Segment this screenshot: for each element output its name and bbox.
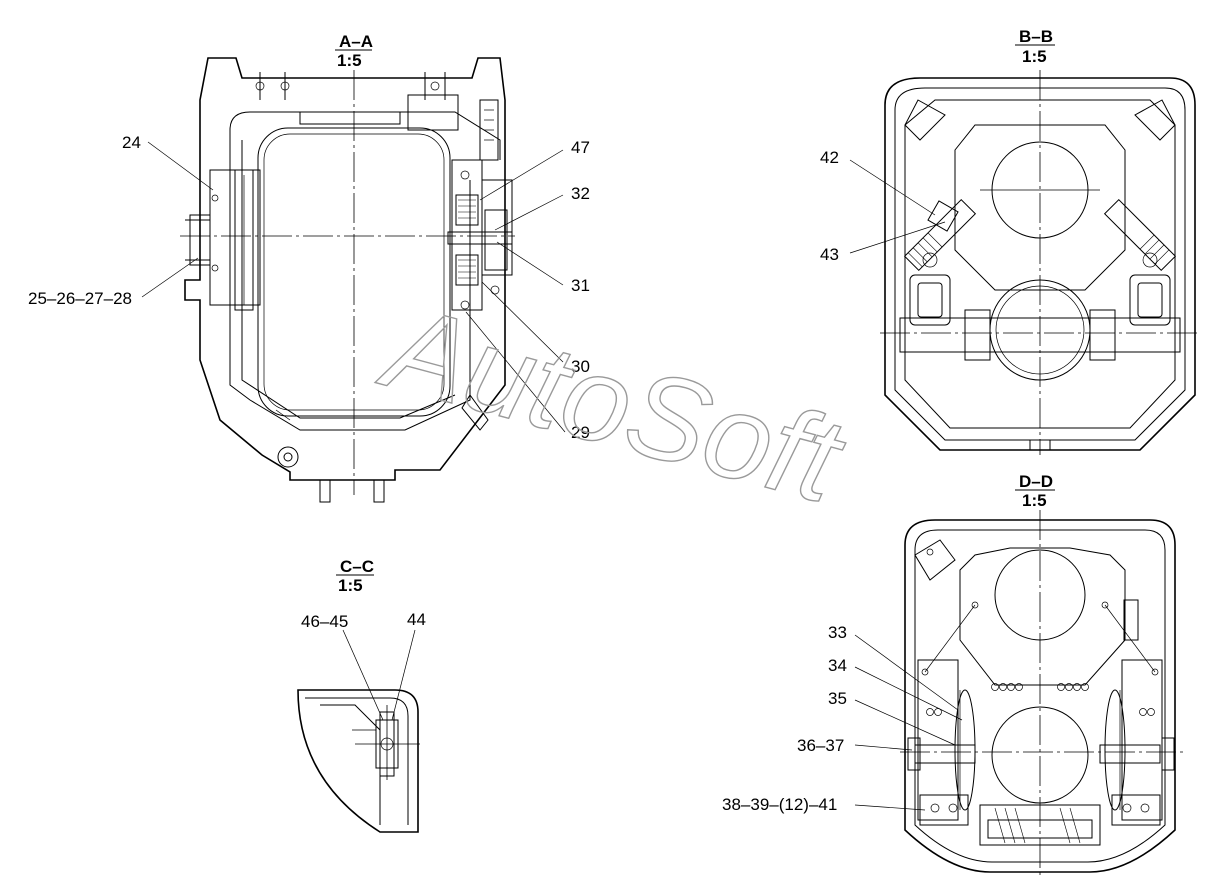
callout-44: 44	[407, 610, 426, 629]
callout-32: 32	[571, 184, 590, 203]
leaders-b-b	[849, 159, 946, 254]
view-c-c: C–C 1:5	[297, 557, 420, 833]
view-a-a-title: A–A	[339, 32, 373, 51]
view-d-d-title: D–D	[1019, 472, 1053, 491]
housing-outline-d	[904, 519, 1176, 873]
view-b-b: B–B 1:5	[880, 27, 1200, 455]
view-c-c-scale: 1:5	[338, 576, 363, 595]
view-a-a: A–A 1:5	[180, 32, 515, 503]
callout-46-45: 46–45	[301, 612, 348, 631]
leaders-c-c	[342, 629, 416, 721]
watermark-autosoft: AutoSoft	[368, 278, 858, 529]
housing-outline-c	[297, 689, 419, 833]
view-b-b-title: B–B	[1019, 27, 1053, 46]
callout-47: 47	[571, 138, 590, 157]
leaders-d-d	[854, 634, 963, 811]
view-b-b-scale: 1:5	[1022, 47, 1047, 66]
callout-35: 35	[828, 689, 847, 708]
callout-29: 29	[571, 423, 590, 442]
callout-24: 24	[122, 133, 141, 152]
callout-33: 33	[828, 623, 847, 642]
housing-outline-b	[884, 77, 1196, 451]
callout-42: 42	[820, 148, 839, 167]
view-d-d-scale: 1:5	[1022, 491, 1047, 510]
callout-43: 43	[820, 245, 839, 264]
callout-30: 30	[571, 357, 590, 376]
callout-31: 31	[571, 276, 590, 295]
callout-25-28: 25–26–27–28	[28, 289, 132, 308]
view-c-c-title: C–C	[340, 557, 374, 576]
callout-34: 34	[828, 656, 847, 675]
view-d-d: D–D 1:5	[900, 472, 1185, 875]
leaders-a-a	[141, 141, 566, 433]
callout-36-37: 36–37	[797, 736, 844, 755]
callout-38-41: 38–39–(12)–41	[722, 795, 837, 814]
housing-outline-a	[184, 57, 506, 481]
view-a-a-scale: 1:5	[337, 51, 362, 70]
